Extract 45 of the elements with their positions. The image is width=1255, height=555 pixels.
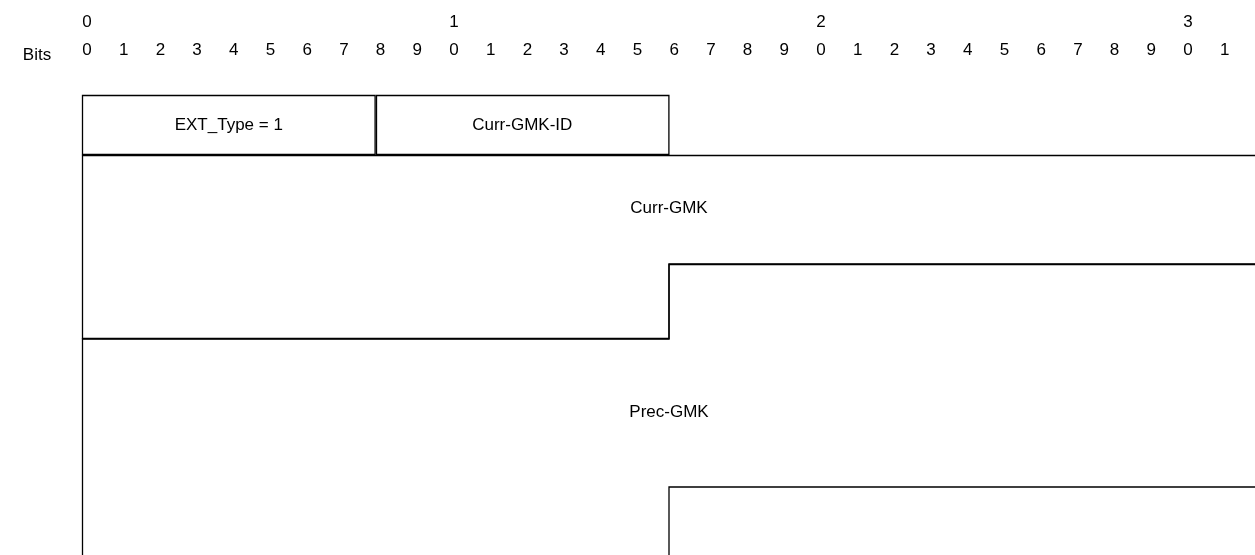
bit-number: 6 [669,40,679,60]
bit-number: 7 [339,40,349,60]
bit-number: 9 [412,40,423,60]
field-name: Curr-GMK [630,198,708,218]
bit-number: 5 [265,40,276,60]
field-name: Prec-GMK [629,402,709,422]
bit-number: 0 [1183,40,1193,60]
bit-number: 5 [999,40,1010,60]
bit-number: 0 [449,40,459,60]
bit-number: 7 [706,40,716,60]
bit-number: 0 [816,40,826,60]
bit-number: 1 [852,40,863,60]
bit-number: 3 [559,40,569,60]
bit-number: 8 [1109,40,1120,60]
bit-number: 0 [82,40,92,60]
bit-number: 1 [118,40,129,60]
bit-number: 4 [229,40,239,60]
bit-number: 7 [1073,40,1083,60]
bit-number: 6 [302,40,312,60]
bit-number: 3 [192,40,202,60]
bit-number: 5 [632,40,643,60]
bit-number: 2 [155,40,166,60]
bit-tens-digit: 1 [449,12,459,32]
packet-field [82,155,1255,339]
bit-number: 9 [1146,40,1157,60]
axis-caption: Bits [22,45,52,65]
bit-number: 8 [375,40,386,60]
bit-number: 1 [1219,40,1230,60]
packet-field [375,95,669,155]
bit-number: 8 [742,40,753,60]
bit-tens-digit: 3 [1183,12,1193,32]
bit-number: 4 [963,40,973,60]
bit-number: 2 [522,40,533,60]
bit-number: 2 [889,40,900,60]
bit-number: 1 [485,40,496,60]
field-name: EXT_Type = 1 [174,115,283,135]
bit-number: 4 [596,40,606,60]
packet-field [82,95,376,155]
bit-number: 3 [926,40,936,60]
bit-number: 6 [1036,40,1046,60]
bit-tens-digit: 2 [816,12,826,32]
field-name: Curr-GMK-ID [472,115,573,135]
bit-number: 9 [779,40,790,60]
packet-field [82,264,1255,555]
bit-tens-digit: 0 [82,12,92,32]
